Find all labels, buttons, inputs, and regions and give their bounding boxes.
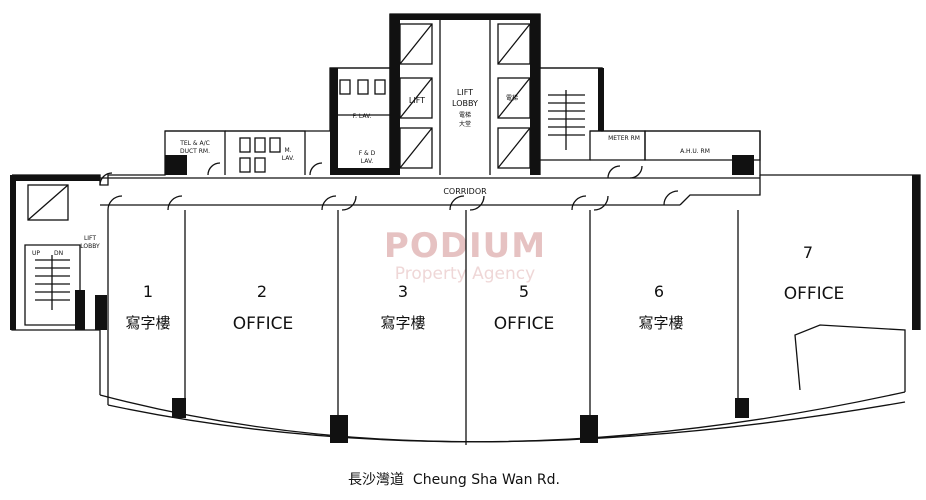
lift-right-shaft-label: 電梯 [506, 94, 518, 102]
stair-dn-label: DN [54, 250, 63, 257]
watermark-subtitle: Property Agency [395, 264, 535, 284]
door-swing [629, 165, 643, 179]
mlav-room [225, 130, 306, 175]
unit-5-number: 5 [519, 282, 529, 301]
door-swing [107, 195, 123, 211]
structural-columns [10, 14, 920, 443]
facade-inner [107, 401, 906, 443]
unit-2-name: OFFICE [233, 314, 294, 334]
unit-1-name: 寫字樓 [125, 314, 170, 332]
lift-left-shaft-label: LIFT [409, 96, 425, 105]
door-swing [167, 195, 183, 211]
f-lav-label: F. LAV. [353, 113, 372, 120]
door-swing [607, 165, 621, 179]
room-labels: CORRIDOR METER RM A.H.U. RM F. LAV. LIFT… [32, 88, 710, 257]
street-label: 長沙灣道 Cheung Sha Wan Rd. [348, 472, 560, 488]
meter-room-label: METER RM [608, 135, 640, 142]
m-lav-label: M.LAV. [282, 147, 295, 162]
unit-6-number: 6 [654, 282, 664, 301]
corridor-end-right [679, 175, 761, 206]
door-swing [663, 190, 679, 206]
walls [11, 13, 921, 445]
unit-7-name: OFFICE [784, 284, 845, 304]
ahu-room-label: A.H.U. RM [680, 148, 710, 155]
ahu-room [644, 130, 761, 161]
unit-3-number: 3 [398, 282, 408, 301]
door-swing [321, 195, 337, 211]
toilet-fixtures [239, 79, 386, 173]
door-swing [341, 195, 357, 211]
watermark-title: PODIUM [384, 226, 546, 266]
door-swing [469, 195, 485, 211]
door-swing [309, 162, 323, 176]
door-swing [99, 172, 113, 186]
door-swing [207, 162, 221, 176]
door-swing [449, 195, 465, 211]
unit-labels: 1 寫字樓 2 OFFICE 3 寫字樓 5 OFFICE 6 寫字樓 7 OF… [125, 243, 844, 334]
stair-left [35, 255, 70, 310]
stair-up-label: UP [32, 250, 40, 257]
unit-3-name: 寫字樓 [380, 314, 425, 332]
stair-right [548, 90, 585, 150]
stair-core-right [540, 67, 603, 161]
facade-outer [99, 391, 906, 443]
unit-7-number: 7 [803, 243, 813, 262]
right-wing-edge [794, 324, 906, 392]
unit-6-name: 寫字樓 [638, 314, 683, 332]
unit-5-name: OFFICE [494, 314, 555, 334]
unit-1-number: 1 [143, 282, 153, 301]
door-swing [571, 195, 587, 211]
door-swing [593, 195, 609, 211]
unit-2-number: 2 [257, 282, 267, 301]
corridor-label: CORRIDOR [443, 187, 487, 196]
lift-car-left [27, 184, 69, 221]
